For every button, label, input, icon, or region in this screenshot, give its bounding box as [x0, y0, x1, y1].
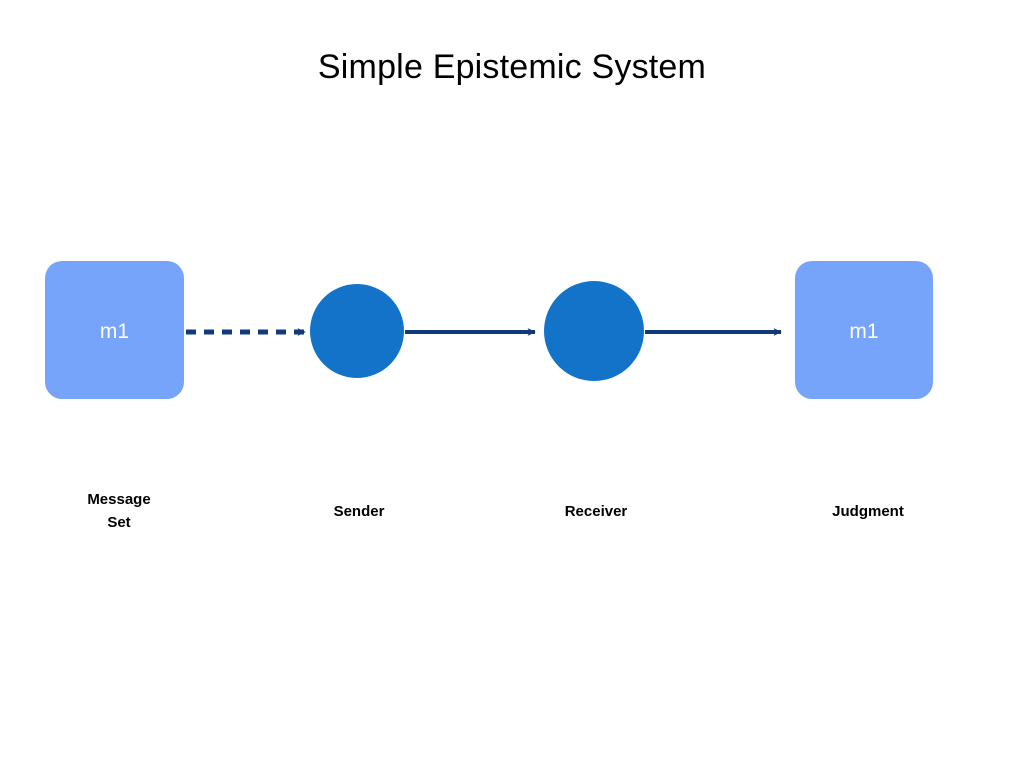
caption-judgment: Judgment	[832, 503, 904, 520]
caption-message-set-line1: Message	[87, 491, 151, 508]
caption-receiver: Receiver	[564, 503, 628, 520]
node-message-set-value: m1	[99, 320, 130, 343]
caption-message-set-line2: Set	[107, 514, 131, 531]
caption-sender: Sender	[333, 503, 385, 520]
node-judgment[interactable]	[795, 261, 933, 399]
node-judgment-value: m1	[849, 320, 879, 343]
page-title: Simple Epistemic System	[317, 48, 707, 86]
node-sender[interactable]	[310, 284, 404, 378]
node-message-set[interactable]	[45, 261, 184, 399]
caption-message-set: Message Set	[35, 488, 203, 534]
node-receiver[interactable]	[544, 281, 644, 381]
